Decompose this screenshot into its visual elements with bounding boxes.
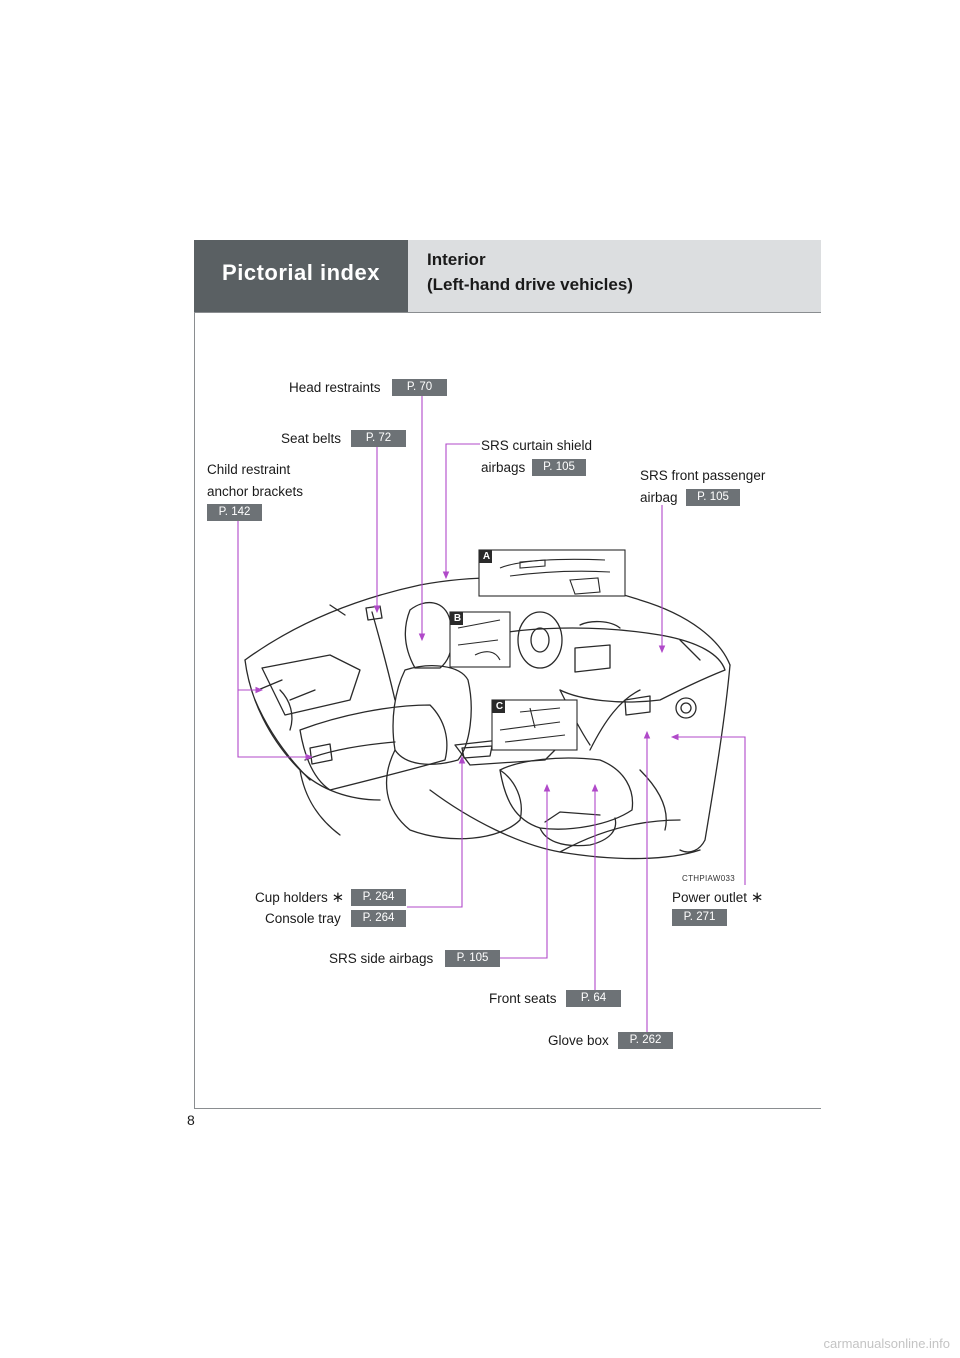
console-tray-page-link[interactable]: P. 264: [351, 910, 406, 927]
inset-b-letter: B: [453, 613, 462, 624]
console-tray-label: Console tray: [265, 911, 341, 926]
srs-curtain-label-line2: airbags: [481, 460, 526, 475]
inset-a: [478, 549, 626, 597]
child-restraint-label-line1: Child restraint: [207, 462, 291, 477]
leader-power-outlet: [670, 733, 746, 885]
cup-holders-page-link[interactable]: P. 264: [351, 889, 406, 906]
power-outlet-asterisk: ∗: [750, 889, 764, 906]
front-seats-label: Front seats: [489, 991, 557, 1006]
left-margin-rule: [194, 313, 195, 1108]
footer-watermark: carmanualsonline.info: [823, 1336, 950, 1351]
inset-a-marker: [479, 550, 492, 563]
cup-holders-asterisk: ∗: [331, 889, 345, 906]
image-code: CTHPIAW033: [682, 874, 735, 883]
leader-lines: [237, 396, 746, 1032]
inset-a-letter: A: [482, 551, 491, 562]
footer-divider: [194, 1108, 821, 1109]
srs-curtain-page-link[interactable]: P. 105: [532, 459, 586, 476]
glove-box-label: Glove box: [548, 1033, 609, 1048]
inset-c-letter: C: [495, 701, 504, 712]
power-outlet-label: Power outlet ∗: [672, 890, 763, 906]
power-outlet-page-link[interactable]: P. 271: [672, 909, 727, 926]
srs-front-passenger-page-link[interactable]: P. 105: [686, 489, 740, 506]
head-restraints-page-link[interactable]: P. 70: [392, 379, 447, 396]
page-subtitle: (Left-hand drive vehicles): [427, 275, 633, 294]
page-number: 8: [187, 1112, 195, 1128]
section-title: Pictorial index: [222, 260, 380, 285]
inset-c-marker: [492, 700, 505, 713]
leader-srs-curtain: [442, 443, 480, 580]
front-seats-page-link[interactable]: P. 64: [566, 990, 621, 1007]
child-restraint-page-link[interactable]: P. 142: [207, 504, 262, 521]
power-outlet-text: Power outlet: [672, 890, 748, 905]
seat-belts-label: Seat belts: [281, 431, 342, 446]
page-header: Interior (Left-hand drive vehicles): [408, 240, 821, 312]
glove-box-page-link[interactable]: P. 262: [618, 1032, 673, 1049]
leader-cup-holders: [407, 755, 466, 908]
inset-b-marker: [450, 612, 463, 625]
page-title: Interior: [427, 250, 486, 269]
leader-srs-side: [500, 783, 551, 959]
inset-c: [491, 699, 578, 751]
header-divider: [194, 312, 821, 313]
seat-belts-page-link[interactable]: P. 72: [351, 430, 406, 447]
head-restraints-label: Head restraints: [289, 380, 381, 395]
child-restraint-label-line2: anchor brackets: [207, 484, 304, 499]
srs-curtain-label-line1: SRS curtain shield: [481, 438, 593, 453]
srs-front-passenger-label-line1: SRS front passenger: [640, 468, 766, 483]
srs-side-label: SRS side airbags: [329, 951, 434, 966]
cup-holders-text: Cup holders: [255, 890, 328, 905]
cup-holders-label: Cup holders ∗: [255, 890, 344, 906]
leader-child-restraint-lower: [237, 521, 314, 761]
srs-front-passenger-label-line2: airbag: [640, 490, 678, 505]
srs-side-page-link[interactable]: P. 105: [445, 950, 500, 967]
section-tab: Pictorial index: [194, 240, 408, 312]
